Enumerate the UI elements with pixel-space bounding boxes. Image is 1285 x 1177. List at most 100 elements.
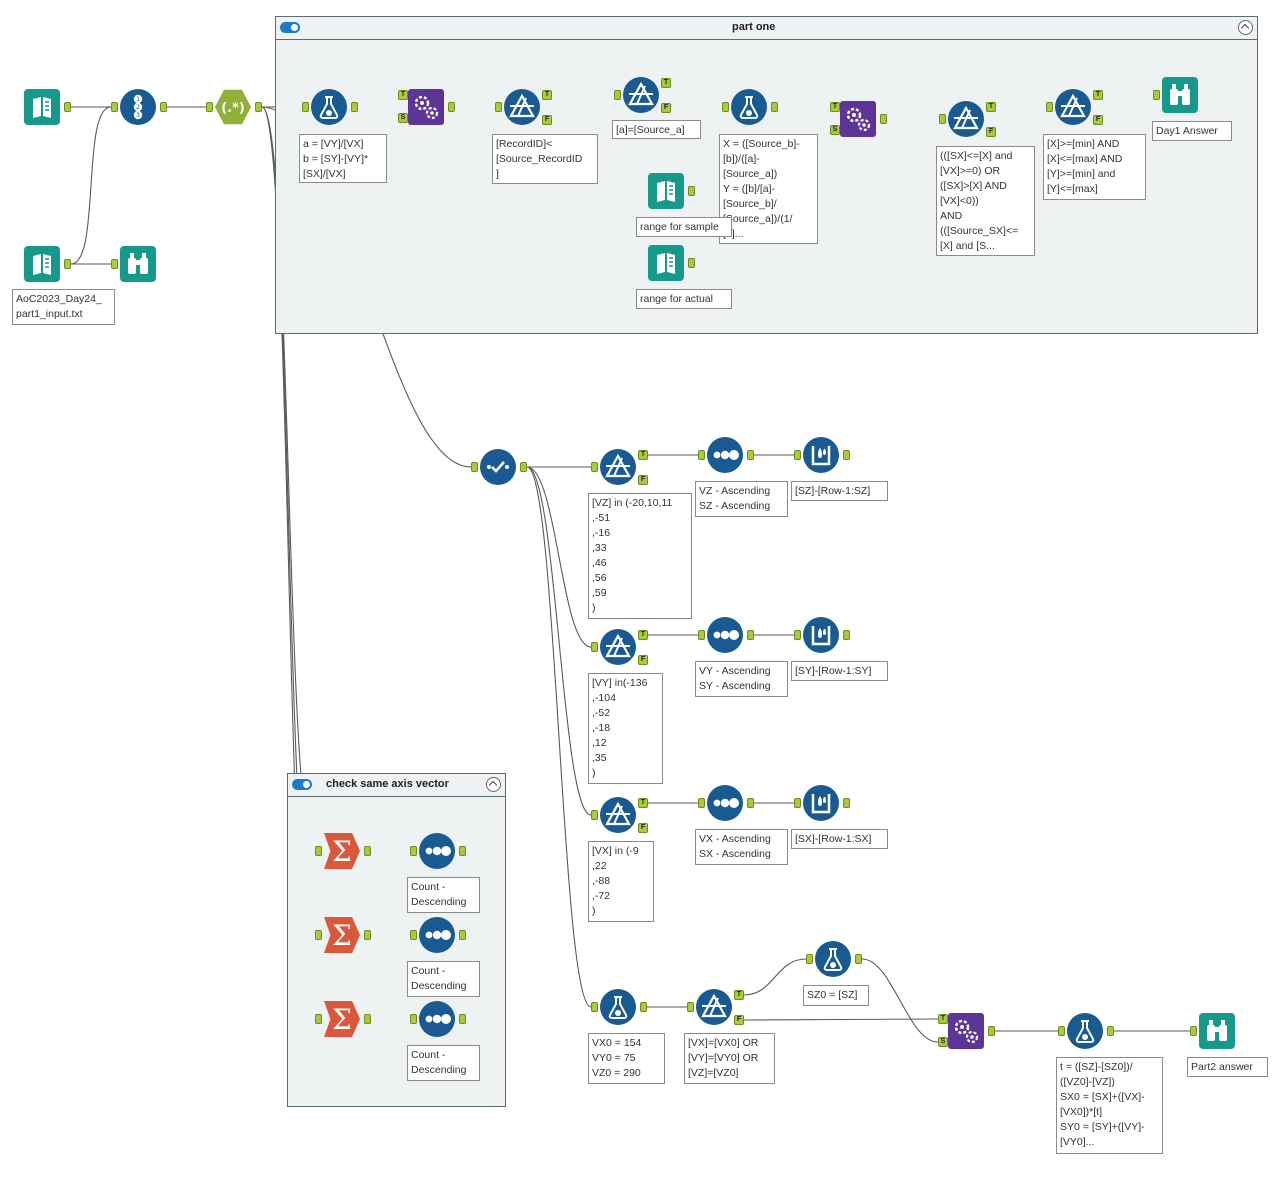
input-anchor[interactable] [410,1014,417,1024]
false-anchor[interactable]: F [638,823,648,833]
join-left-anchor[interactable]: T [938,1014,948,1024]
input-anchor[interactable] [410,930,417,940]
false-anchor[interactable]: F [1093,115,1103,125]
input-anchor[interactable] [614,90,621,100]
collapse-icon[interactable] [486,777,501,792]
output-anchor[interactable] [64,102,71,112]
input-anchor[interactable] [410,846,417,856]
browse-tool[interactable] [1199,1013,1235,1049]
container-toggle[interactable] [292,779,312,790]
true-anchor[interactable]: T [542,90,552,100]
container-toggle[interactable] [280,22,300,33]
join-left-anchor[interactable]: T [830,102,840,112]
output-anchor[interactable] [855,954,862,964]
false-anchor[interactable]: F [986,127,996,137]
input-anchor[interactable] [722,102,729,112]
output-anchor[interactable] [255,102,262,112]
output-anchor[interactable] [688,258,695,268]
container-header[interactable]: part one [276,17,1257,40]
true-anchor[interactable]: T [661,78,671,88]
formula-tool[interactable] [600,989,636,1025]
multi-row-formula-tool[interactable] [803,617,839,653]
input-anchor[interactable] [794,630,801,640]
filter-tool[interactable] [600,797,636,833]
output-anchor[interactable] [64,259,71,269]
join-tool[interactable] [408,89,444,125]
output-anchor[interactable] [459,846,466,856]
false-anchor[interactable]: F [661,103,671,113]
join-left-anchor[interactable]: T [398,90,408,100]
true-anchor[interactable]: T [734,990,744,1000]
join-tool[interactable] [840,101,876,137]
true-anchor[interactable]: T [1093,90,1103,100]
filter-tool[interactable] [600,449,636,485]
filter-tool[interactable] [948,101,984,137]
input-anchor[interactable] [495,102,502,112]
formula-tool[interactable] [731,89,767,125]
join-tool[interactable] [948,1013,984,1049]
browse-tool[interactable] [1162,77,1198,113]
filter-tool[interactable] [1055,89,1091,125]
true-anchor[interactable]: T [638,798,648,808]
input-anchor[interactable] [939,114,946,124]
join-right-anchor[interactable]: S [938,1037,948,1047]
input-anchor[interactable] [1058,1026,1065,1036]
join-right-anchor[interactable]: S [830,125,840,135]
summarize-tool[interactable]: Σ [324,833,360,869]
false-anchor[interactable]: F [542,115,552,125]
output-anchor[interactable] [351,102,358,112]
output-anchor[interactable] [640,1002,647,1012]
input-anchor[interactable] [111,259,118,269]
multi-row-formula-tool[interactable] [803,785,839,821]
output-anchor[interactable] [688,186,695,196]
output-anchor[interactable] [459,930,466,940]
input-anchor[interactable] [698,450,705,460]
output-anchor[interactable] [747,798,754,808]
output-anchor[interactable] [1107,1026,1114,1036]
sort-tool[interactable] [419,833,455,869]
true-anchor[interactable]: T [638,630,648,640]
input-anchor[interactable] [794,798,801,808]
output-anchor[interactable] [364,930,371,940]
output-anchor[interactable] [771,102,778,112]
sort-tool[interactable] [419,1001,455,1037]
output-anchor[interactable] [448,102,455,112]
input-anchor[interactable] [591,642,598,652]
container-header[interactable]: check same axis vector [288,774,505,797]
output-anchor[interactable] [364,846,371,856]
input-data-tool[interactable] [24,89,60,125]
output-anchor[interactable] [843,450,850,460]
input-anchor[interactable] [1190,1026,1197,1036]
output-anchor[interactable] [160,102,167,112]
sort-tool[interactable] [707,617,743,653]
input-data-tool[interactable] [648,245,684,281]
input-data-tool[interactable] [648,173,684,209]
output-anchor[interactable] [747,450,754,460]
input-anchor[interactable] [1153,90,1160,100]
input-data-tool[interactable] [24,246,60,282]
input-anchor[interactable] [315,1014,322,1024]
input-anchor[interactable] [591,462,598,472]
output-anchor[interactable] [988,1026,995,1036]
select-tool[interactable] [480,449,516,485]
filter-tool[interactable] [504,89,540,125]
input-anchor[interactable] [687,1002,694,1012]
output-anchor[interactable] [459,1014,466,1024]
sort-tool[interactable] [419,917,455,953]
filter-tool[interactable] [600,629,636,665]
input-anchor[interactable] [206,102,213,112]
input-anchor[interactable] [315,930,322,940]
input-anchor[interactable] [315,846,322,856]
input-anchor[interactable] [591,810,598,820]
output-anchor[interactable] [843,630,850,640]
input-anchor[interactable] [698,630,705,640]
regex-tool[interactable]: (.*) [215,89,251,125]
input-anchor[interactable] [698,798,705,808]
true-anchor[interactable]: T [638,450,648,460]
input-anchor[interactable] [471,462,478,472]
multi-row-formula-tool[interactable] [803,437,839,473]
formula-tool[interactable] [311,89,347,125]
collapse-icon[interactable] [1238,20,1253,35]
input-anchor[interactable] [806,954,813,964]
